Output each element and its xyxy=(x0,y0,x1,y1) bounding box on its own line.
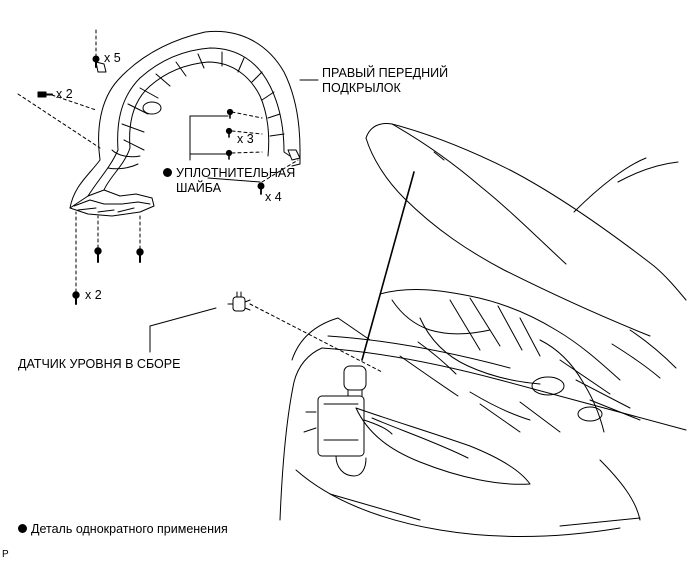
washer-label-line1: УПЛОТНИТЕЛЬНАЯ xyxy=(163,166,295,181)
liner-label-line1: ПРАВЫЙ ПЕРЕДНИЙ xyxy=(322,66,449,80)
qty-inner-clips: x 3 xyxy=(237,132,254,146)
corner-code: P xyxy=(2,549,9,560)
liner-label-line2: ПОДКРЫЛОК xyxy=(322,81,401,95)
qty-side-screws: x 4 xyxy=(265,190,282,204)
sensor-label: ДАТЧИК УРОВНЯ В СБОРЕ xyxy=(18,357,181,371)
qty-top-screws: x 5 xyxy=(104,51,121,65)
washer-label-text: УПЛОТНИТЕЛЬНАЯ xyxy=(176,166,296,180)
fender-liner-drawing xyxy=(69,30,301,217)
washer-label-line2: ШАЙБА xyxy=(176,181,222,195)
alignment-lines xyxy=(17,29,383,373)
leader-lines xyxy=(149,79,319,353)
single-use-dot-icon xyxy=(163,168,172,177)
qty-bottom-bolts: x 2 xyxy=(85,288,102,302)
fasteners xyxy=(37,55,265,305)
qty-left-bolt: x 2 xyxy=(56,87,73,101)
legend-text: Деталь однократного применения xyxy=(31,522,228,536)
level-sensor-drawing xyxy=(227,291,251,312)
legend: Деталь однократного применения xyxy=(18,522,228,537)
legend-dot-icon xyxy=(18,524,27,533)
vehicle-front-drawing xyxy=(279,123,687,538)
